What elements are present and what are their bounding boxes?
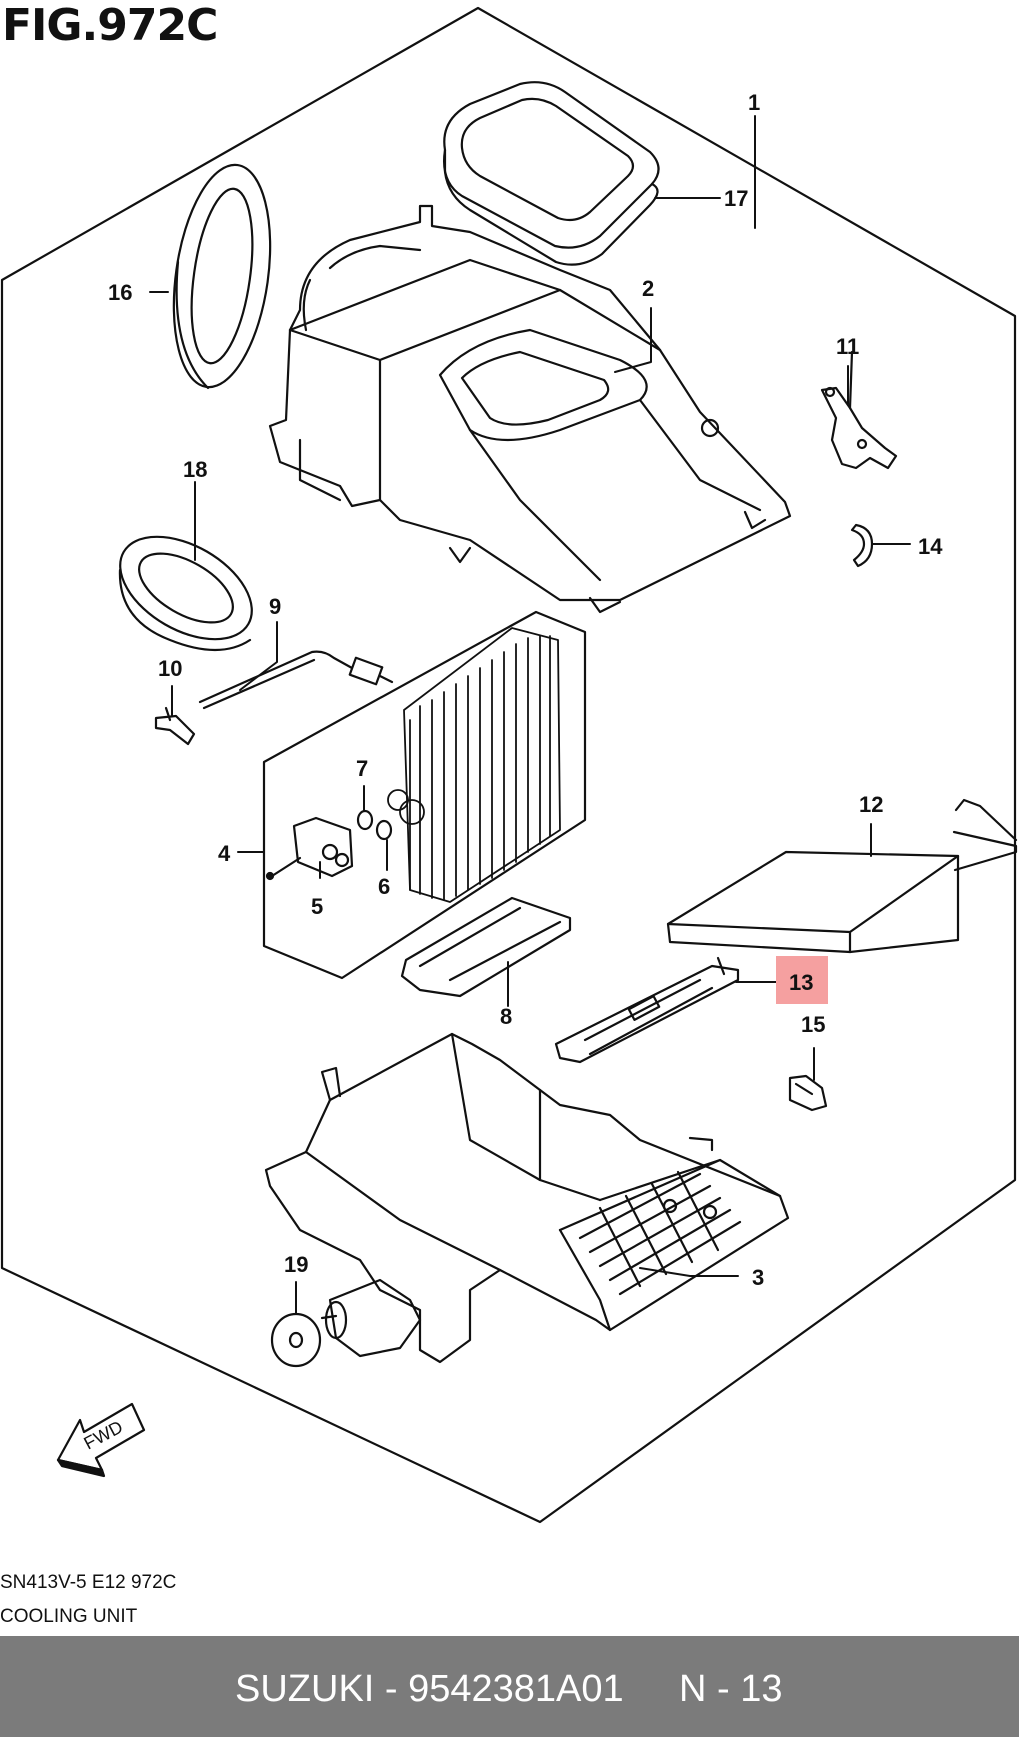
leader-lines [149,115,911,1315]
callout-11: 11 [836,334,859,359]
callout-18: 18 [183,457,207,482]
callout-8: 8 [500,1004,512,1029]
fwd-arrow-icon: FWD [56,1402,146,1478]
callout-14: 14 [918,534,943,559]
callout-19: 19 [284,1252,308,1277]
callout-9: 9 [269,594,281,619]
part-13-filter-cover [554,956,740,1064]
part-10-clip [154,706,196,746]
part-16-oval-seal [172,163,272,390]
part-number-label: SUZUKI - 9542381A01 [235,1668,624,1710]
part-12-filter [666,798,1018,954]
part-5-expansion-valve [265,816,354,881]
callout-13: 13 [789,970,813,995]
callout-6: 6 [378,874,390,899]
reference-label: N - 13 [679,1668,783,1710]
callout-7: 7 [356,756,368,781]
part-19-bushing [270,1278,422,1368]
part-3-lower-case [264,1032,790,1364]
diagram-code: SN413V-5 E12 972C [0,1572,177,1593]
callout-17: 17 [724,186,748,211]
callout-5: 5 [311,894,323,919]
part-4-evaporator-group [262,610,587,980]
assembly-outline [0,6,1017,1524]
diagram-name: COOLING UNIT [0,1606,138,1627]
callout-16: 16 [108,280,132,305]
footer-bar: SUZUKI - 9542381A01 N - 13 [0,1636,1019,1737]
exploded-parts-diagram: 1 2 3 4 5 6 7 8 9 10 11 12 13 14 15 16 1… [0,6,1018,1524]
callout-1: 1 [748,90,760,115]
callout-12: 12 [859,792,883,817]
part-17-duct-seal [443,81,660,266]
part-9-thermistor [198,650,394,710]
callout-10: 10 [158,656,182,681]
part-18-oval-gasket [118,535,253,652]
part-14-clip [850,523,874,568]
callout-3: 3 [752,1265,764,1290]
part-6-7-o-rings [356,809,393,841]
part-15-clip [788,1074,828,1112]
part-8-drain-tray [400,896,572,998]
evaporator-core [387,627,561,903]
highlight-box [776,956,828,1004]
callout-4: 4 [218,841,231,866]
figure-title: FIG.972C [2,0,218,51]
callout-15: 15 [801,1012,825,1037]
callout-2: 2 [642,276,654,301]
callout-labels: 1 2 3 4 5 6 7 8 9 10 11 12 13 14 15 16 1… [108,90,943,1290]
part-2-upper-case [268,204,792,614]
part-11-bracket [820,350,898,470]
